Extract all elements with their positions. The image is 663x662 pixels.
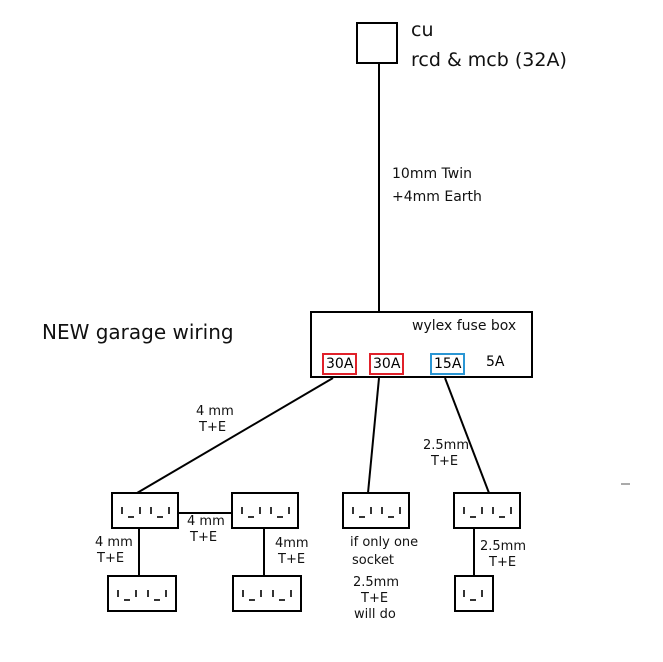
note-line5: will do — [354, 607, 396, 622]
ring-main-cable-label-line2: T+E — [199, 420, 227, 435]
fuse-box-label: wylex fuse box — [412, 318, 517, 334]
supply-cable-label-line1: 10mm Twin — [392, 166, 472, 182]
radial-15a-cable-label-line1: 2.5mm — [423, 438, 470, 453]
link-cable-label-line2: T+E — [190, 530, 218, 545]
double-socket-3 — [342, 492, 410, 529]
ring-main-cable-label-line1: 4 mm — [196, 404, 234, 419]
single-socket — [454, 575, 494, 612]
consumer-unit-label: cu — [411, 19, 434, 41]
double-socket-2 — [231, 492, 299, 529]
page-title: NEW garage wiring — [42, 320, 234, 344]
double-socket-4 — [453, 492, 521, 529]
fuse-30a-ring: 30A — [322, 353, 358, 375]
consumer-unit-protection: rcd & mcb (32A) — [411, 49, 567, 71]
radial-15a-cable-label-line2: T+E — [431, 454, 459, 469]
radial-15a-cable-line — [444, 377, 490, 494]
fuse-box: wylex fuse box 30A 30A 15A 5A — [310, 311, 533, 378]
note-line2: socket — [352, 553, 395, 568]
fuse-5a: 5A — [486, 354, 505, 370]
single-socket-cable-line — [367, 377, 380, 494]
spur-left-cable-label-line1: 4 mm — [95, 535, 133, 550]
note-line4: T+E — [361, 591, 389, 606]
ring-main-cable-line — [136, 377, 334, 494]
double-socket-6 — [232, 575, 302, 612]
spur-right-cable-label-line1: 4mm — [275, 536, 309, 551]
note-line3: 2.5mm — [353, 575, 400, 590]
spur-left-cable-label-line2: T+E — [97, 551, 125, 566]
note-line1: if only one — [350, 535, 419, 550]
fuse-30a-single: 30A — [369, 353, 405, 375]
supply-cable-label-line2: +4mm Earth — [392, 189, 482, 205]
link-cable-label-line1: 4 mm — [187, 514, 225, 529]
spur-15a-cable-label-line1: 2.5mm — [480, 539, 527, 554]
double-socket-1 — [111, 492, 179, 529]
double-socket-5 — [107, 575, 177, 612]
spur-right-cable-label-line2: T+E — [278, 552, 306, 567]
fuse-15a: 15A — [430, 353, 466, 375]
spur-15a-cable-label-line2: T+E — [489, 555, 517, 570]
consumer-unit-box — [356, 22, 398, 64]
